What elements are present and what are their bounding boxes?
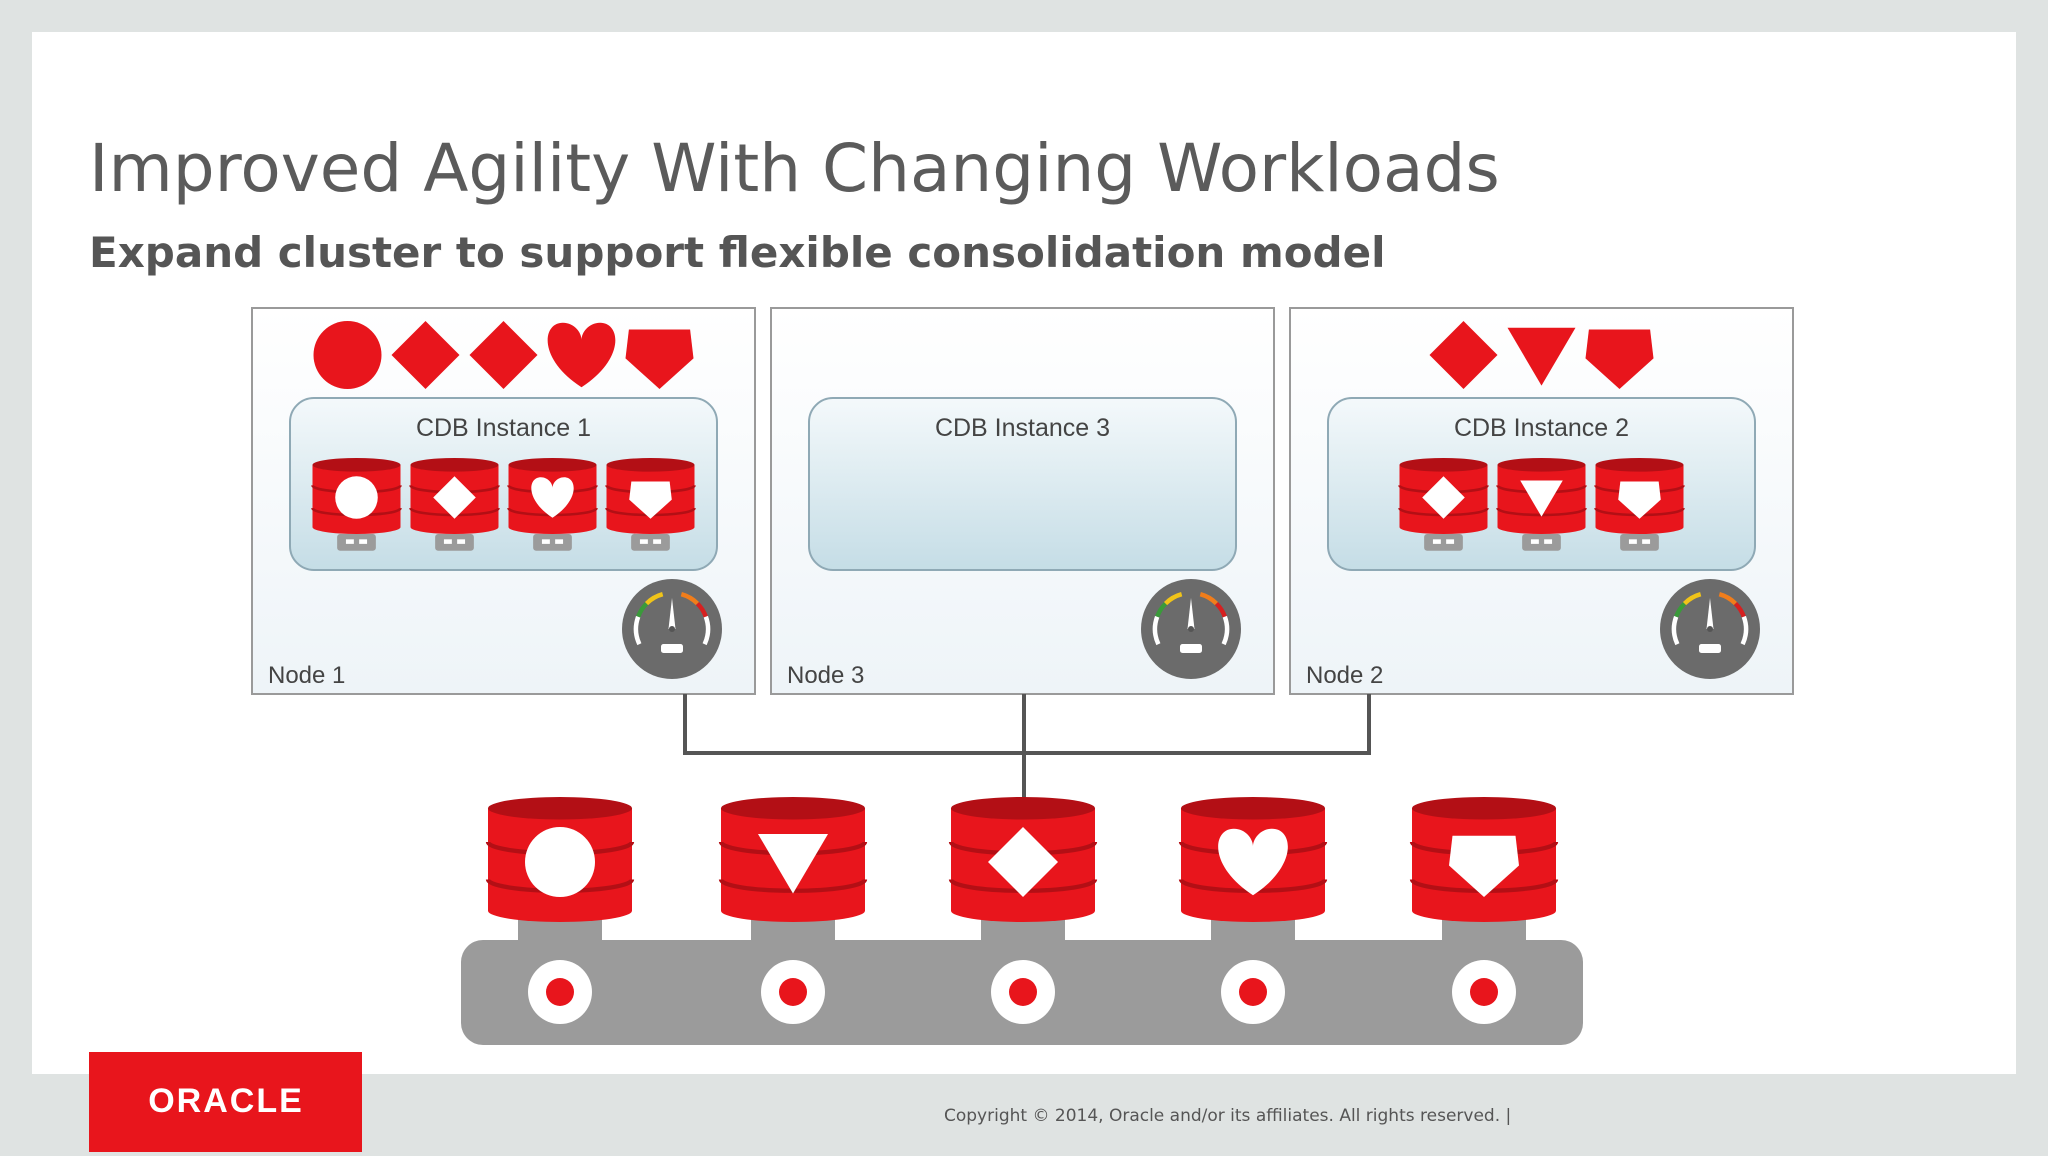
performance-gauge-icon	[1660, 579, 1760, 679]
diamond-icon	[433, 476, 476, 519]
circle-icon	[335, 476, 378, 519]
pentagon-icon	[629, 481, 672, 519]
interconnect-lines	[683, 694, 1371, 800]
workload-triangle-icon	[1507, 327, 1576, 386]
storage-db-circle	[485, 797, 635, 923]
diamond-icon	[1422, 476, 1465, 519]
storage-db-diamond	[948, 797, 1098, 923]
copyright-text: Copyright © 2014, Oracle and/or its affi…	[944, 1106, 1512, 1126]
node-2-box: CDB Instance 2 Node 2	[1289, 307, 1794, 695]
pdb-pentagon	[1594, 458, 1685, 551]
pentagon-icon	[1618, 481, 1661, 519]
shared-storage	[461, 797, 1583, 1045]
pdb-heart	[507, 458, 598, 551]
node-label: Node 3	[787, 662, 864, 689]
pdb-diamond	[409, 458, 500, 551]
diamond-icon	[988, 827, 1058, 897]
node-3-box: CDB Instance 3 Node 3	[770, 307, 1275, 695]
cdb-instance-label: CDB Instance 2	[1454, 414, 1629, 442]
triangle-icon	[758, 834, 828, 894]
node-label: Node 1	[268, 662, 345, 689]
workload-heart-icon	[547, 322, 616, 388]
workload-circle-icon	[313, 321, 382, 389]
pdb-circle	[311, 458, 402, 551]
performance-gauge-icon	[622, 579, 722, 679]
pdb-diamond	[1398, 458, 1489, 551]
slide-title: Improved Agility With Changing Workloads	[89, 130, 1500, 207]
pentagon-icon	[1449, 835, 1519, 897]
performance-gauge-icon	[1141, 579, 1241, 679]
heart-icon	[531, 477, 574, 518]
workload-diamond-icon	[1429, 321, 1498, 389]
workload-diamond-icon	[391, 321, 460, 389]
cdb-instance-box	[808, 397, 1237, 571]
pdb-pentagon	[605, 458, 696, 551]
workload-pentagon-icon	[1585, 329, 1654, 389]
workload-pentagon-icon	[625, 329, 694, 389]
circle-icon	[525, 827, 595, 897]
workload-diamond-icon	[469, 321, 538, 389]
triangle-icon	[1520, 480, 1563, 517]
slide-subtitle: Expand cluster to support flexible conso…	[89, 228, 1386, 277]
oracle-logo: ORACLE	[89, 1052, 362, 1152]
storage-db-pentagon	[1409, 797, 1559, 923]
cdb-instance-label: CDB Instance 3	[935, 414, 1110, 442]
storage-db-heart	[1178, 797, 1328, 923]
pdb-triangle	[1496, 458, 1587, 551]
node-label: Node 2	[1306, 662, 1383, 689]
node-1-box: CDB Instance 1 Node 1	[251, 307, 756, 695]
storage-db-triangle	[718, 797, 868, 923]
heart-icon	[1218, 828, 1288, 896]
cdb-instance-label: CDB Instance 1	[416, 414, 591, 442]
oracle-logo-text: ORACLE	[148, 1082, 304, 1120]
